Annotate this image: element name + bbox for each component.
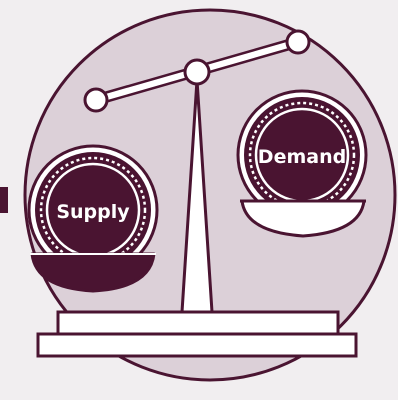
right-scale-pan [240,199,366,238]
left-edge-tab [0,187,8,213]
right-beam-joint [285,29,311,55]
left-beam-joint [83,87,109,113]
scale-base-top [56,310,340,336]
center-pivot [183,58,211,86]
demand-label: Demand [258,146,346,168]
scale-base-bottom [36,332,358,358]
supply-label: Supply [56,201,130,223]
supply-coin: Supply [27,144,159,276]
left-scale-pan [30,252,156,293]
